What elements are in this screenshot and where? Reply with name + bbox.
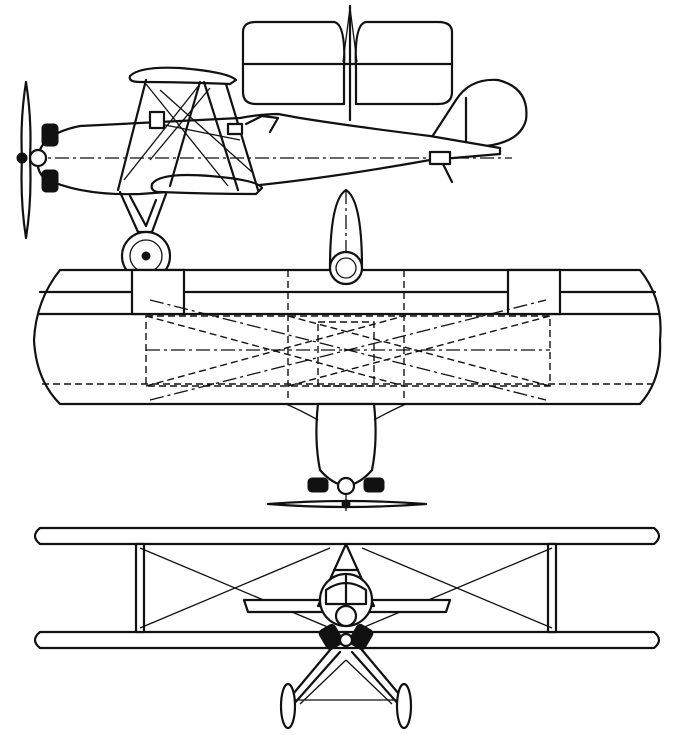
- engine-cylinders-plan: [307, 476, 385, 496]
- tail-skid: [440, 160, 454, 184]
- struts-side: [116, 78, 260, 192]
- tailplane-top: [241, 4, 454, 122]
- side-view: [16, 4, 528, 282]
- rudder: [428, 78, 528, 148]
- landing-gear-side: [118, 190, 172, 282]
- plan-view: [32, 188, 662, 512]
- cockpit-ring: [328, 250, 364, 286]
- wing-plan: [32, 268, 662, 406]
- fuselage-plan: [328, 188, 364, 274]
- upper-wing-front: [33, 526, 661, 546]
- bracing-wires-front: [139, 547, 553, 629]
- engine-cylinders-side: [28, 123, 59, 193]
- fuselage-nose-plan: [315, 402, 377, 488]
- landing-gear-front: [279, 648, 413, 730]
- engine-cylinders-front: [318, 623, 374, 651]
- front-view: [33, 526, 661, 730]
- propeller-side: [16, 80, 32, 240]
- propeller-hub-front: [334, 604, 358, 628]
- upper-wing-side: [128, 66, 238, 86]
- wing-bracing: [145, 270, 551, 401]
